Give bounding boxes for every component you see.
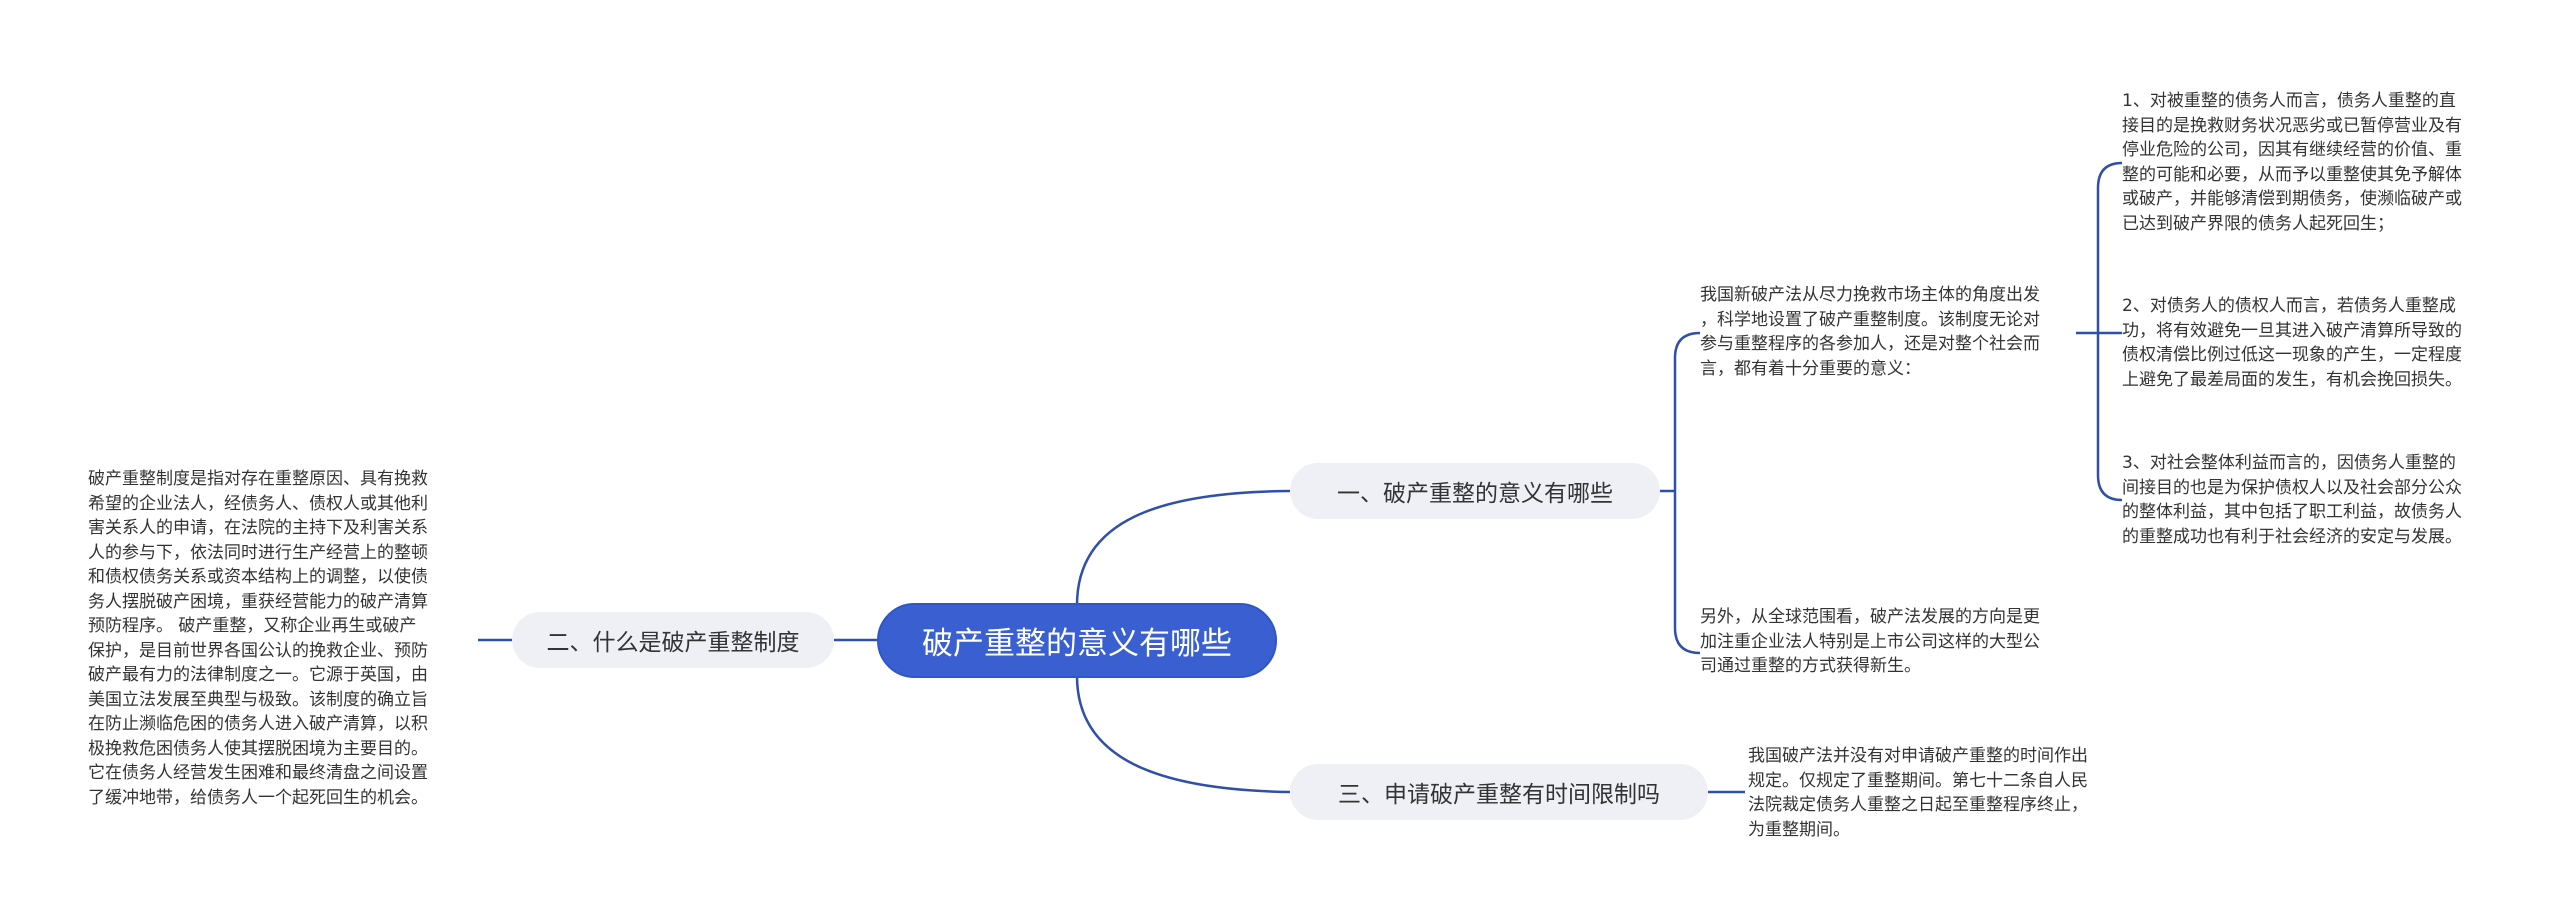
branch-significance[interactable]: 一、破产重整的意义有哪些 [1290,463,1660,519]
leaf-significance-global[interactable]: 另外，从全球范围看，破产法发展的方向是更 加注重企业法人特别是上市公司这样的大型… [1700,607,2040,676]
leaf-definition-text[interactable]: 破产重整制度是指对存在重整原因、具有挽救 希望的企业法人，经债务人、债权人或其他… [88,469,428,808]
leaf-significance-intro[interactable]: 我国新破产法从尽力挽救市场主体的角度出发 ，科学地设置了破产重整制度。该制度无论… [1700,285,2040,379]
root-topic[interactable]: 破产重整的意义有哪些 [877,603,1277,678]
link-root-b3 [1075,675,1291,794]
branch-time-limit[interactable]: 三、申请破产重整有时间限制吗 [1290,764,1708,820]
leaf-time-limit-text[interactable]: 我国破产法并没有对申请破产重整的时间作出 规定。仅规定了重整期间。第七十二条自人… [1748,746,2088,840]
branch-definition[interactable]: 二、什么是破产重整制度 [512,612,834,668]
leaf-significance-debtor[interactable]: 1、对被重整的债务人而言，债务人重整的直 接目的是挽救财务状况恶劣或已暂停营业及… [2122,91,2462,234]
bracket-b1 [1673,331,1701,655]
link-root-b1 [1075,489,1291,606]
leaf-significance-creditor[interactable]: 2、对债务人的债权人而言，若债务人重整成 功，将有效避免一旦其进入破产清算所导致… [2122,296,2462,390]
bracket-intro [2096,161,2123,502]
leaf-significance-society[interactable]: 3、对社会整体利益而言的，因债务人重整的 间接目的也是为保护债权人以及社会部分公… [2122,453,2462,547]
